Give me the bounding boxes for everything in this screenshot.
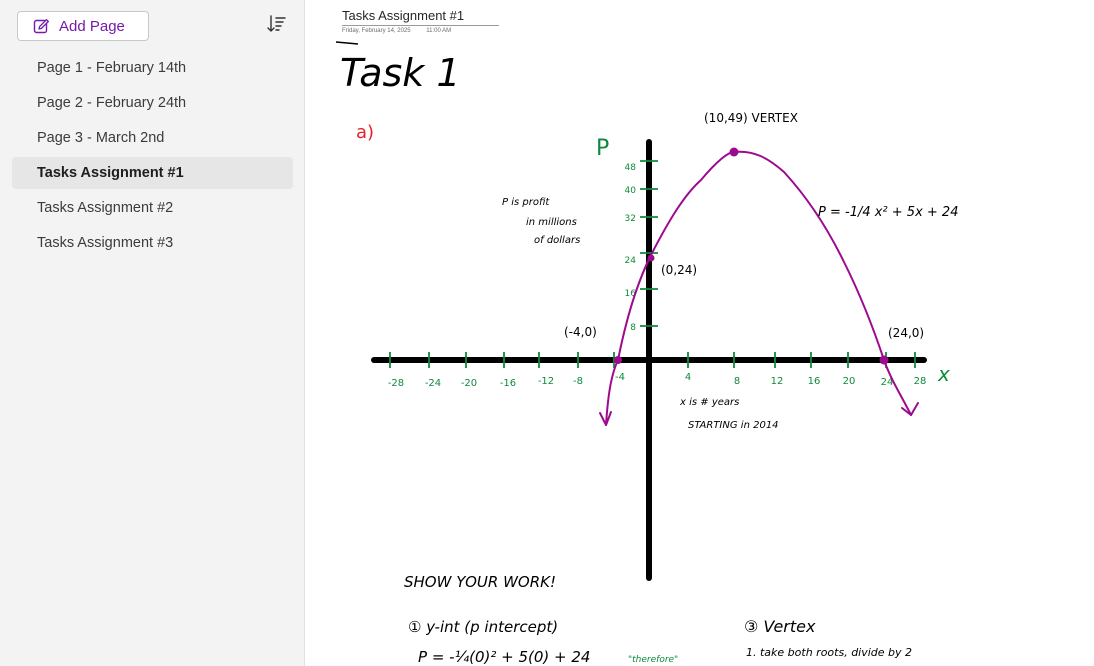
p-tick-label: 48: [625, 163, 637, 173]
left-root-point: [614, 356, 622, 364]
x-tick-label: -20: [461, 378, 477, 389]
handwritten-ink-canvas: Task 1 a) -28 -24 -20 -16 -12 -8 -4 4 8 …: [335, 41, 958, 666]
svg-text:in millions: in millions: [526, 217, 577, 228]
p-tick-label: 32: [625, 214, 636, 224]
y-intercept-point: [647, 254, 655, 262]
sort-icon: [266, 14, 286, 39]
page-list-item-tasks-3[interactable]: Tasks Assignment #3: [12, 227, 293, 259]
left-arrow: [599, 411, 612, 426]
x-tick-label: -12: [538, 376, 554, 387]
p-tick-label: 16: [625, 289, 637, 299]
page-title[interactable]: Tasks Assignment #1: [342, 8, 499, 26]
y-intercept-label: (0,24): [661, 263, 697, 277]
x-tick-label: 20: [843, 376, 856, 387]
p-axis-label: P: [596, 136, 609, 161]
page-item-label: Tasks Assignment #1: [37, 165, 184, 181]
p-axis-ticks: [640, 160, 658, 327]
show-work-heading: SHOW YOUR WORK!: [404, 573, 556, 591]
page-item-label: Tasks Assignment #3: [37, 235, 174, 251]
vertex-point: [729, 147, 739, 157]
add-page-button[interactable]: Add Page: [17, 11, 149, 41]
right-root-point: [879, 355, 889, 365]
page-list-item-page-3[interactable]: Page 3 - March 2nd: [12, 122, 293, 154]
x-tick-label: 24: [881, 377, 894, 388]
p-tick-label: 8: [630, 323, 636, 333]
x-tick-label: -16: [500, 378, 516, 389]
page-sidebar: Add Page Page 1 - February 14th Page 2 -…: [0, 0, 305, 666]
step1-heading: ① y-int (p intercept): [408, 618, 558, 636]
vertex-label: (10,49) VERTEX: [704, 111, 798, 125]
page-item-label: Tasks Assignment #2: [37, 200, 174, 216]
page-list-item-page-2[interactable]: Page 2 - February 24th: [12, 87, 293, 119]
page-list-item-tasks-2[interactable]: Tasks Assignment #2: [12, 192, 293, 224]
ink-part-label: a): [356, 122, 374, 143]
page-item-label: Page 3 - March 2nd: [37, 130, 165, 146]
equation-label: P = -1/4 x² + 5x + 24: [818, 205, 958, 220]
page-list: Page 1 - February 14th Page 2 - February…: [12, 52, 293, 262]
step3-heading: ③ Vertex: [744, 617, 816, 636]
page-timestamp: Friday, February 14, 2025 11:00 AM: [342, 28, 451, 34]
x-tick-label: 16: [808, 376, 821, 387]
x-definition-note: x is # years STARTING in 2014: [679, 397, 779, 431]
new-page-icon: [33, 18, 50, 35]
sort-button[interactable]: [264, 14, 288, 38]
left-root-label: (-4,0): [564, 325, 597, 339]
right-root-label: (24,0): [888, 326, 924, 340]
svg-text:x is # years: x is # years: [679, 397, 739, 408]
svg-text:STARTING in 2014: STARTING in 2014: [688, 420, 779, 431]
x-tick-label: 8: [734, 376, 740, 387]
page-date: Friday, February 14, 2025: [342, 28, 411, 34]
step1-equation: P = -¼(0)² + 5(0) + 24: [418, 648, 590, 666]
x-tick-label: -8: [573, 376, 583, 387]
step3-note: 1. take both roots, divide by 2: [746, 646, 912, 659]
page-item-label: Page 1 - February 14th: [37, 60, 187, 76]
note-page[interactable]: Tasks Assignment #1 Friday, February 14,…: [306, 0, 1094, 666]
x-tick-label: -24: [425, 378, 441, 389]
page-time: 11:00 AM: [426, 28, 452, 34]
page-item-label: Page 2 - February 24th: [37, 95, 187, 111]
x-axis-label: x: [937, 362, 950, 386]
ink-heading: Task 1: [340, 51, 461, 95]
svg-text:P is profit: P is profit: [502, 197, 550, 208]
x-tick-label: -28: [388, 378, 404, 389]
p-tick-label: 40: [625, 186, 637, 196]
x-tick-label: 12: [771, 376, 784, 387]
x-tick-label: 4: [685, 372, 691, 383]
p-tick-label: 24: [625, 256, 637, 266]
p-definition-note: P is profit in millions of dollars: [502, 197, 580, 246]
page-list-item-tasks-1[interactable]: Tasks Assignment #1: [12, 157, 293, 189]
add-page-label: Add Page: [59, 17, 125, 35]
svg-text:of dollars: of dollars: [534, 235, 580, 246]
right-arrow: [901, 402, 919, 416]
x-tick-label: -4: [615, 372, 625, 383]
page-list-item-page-1[interactable]: Page 1 - February 14th: [12, 52, 293, 84]
x-tick-label: 28: [914, 376, 927, 387]
therefore-note: "therefore": [628, 655, 678, 665]
